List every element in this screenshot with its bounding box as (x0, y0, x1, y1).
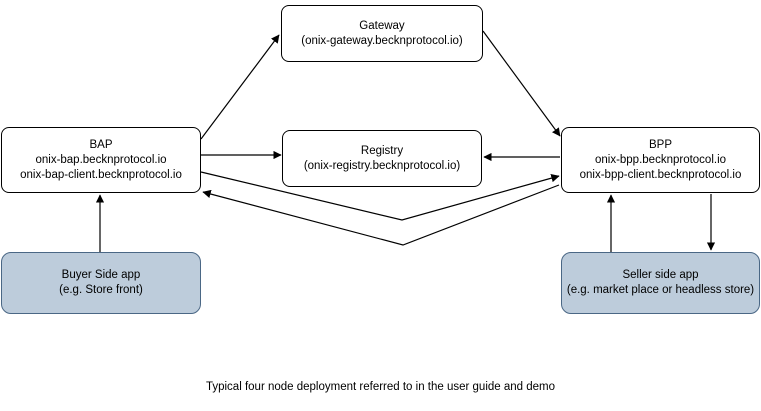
edge-bap-to-gateway (200, 34, 280, 140)
node-gateway-host: (onix-gateway.becknprotocol.io) (301, 34, 463, 47)
node-bpp-client-host: onix-bpp-client.becknprotocol.io (579, 168, 742, 181)
node-gateway[interactable]: Gateway (onix-gateway.becknprotocol.io) (281, 5, 483, 62)
node-registry-title: Registry (360, 144, 404, 157)
node-bpp[interactable]: BPP onix-bpp.becknprotocol.io onix-bpp-c… (561, 127, 760, 193)
node-bap-title: BAP (89, 138, 113, 151)
edge-bpp-to-bap (202, 184, 560, 246)
edge-gateway-to-bpp (482, 30, 561, 137)
node-seller-app[interactable]: Seller side app (e.g. market place or he… (561, 252, 760, 314)
node-buyer-app[interactable]: Buyer Side app (e.g. Store front) (1, 252, 201, 314)
node-bpp-title: BPP (648, 138, 672, 151)
node-buyer-app-title: Buyer Side app (61, 269, 141, 281)
node-seller-app-subtitle: (e.g. market place or headless store) (566, 284, 755, 296)
node-bpp-host: onix-bpp.becknprotocol.io (594, 153, 727, 166)
edge-bap-to-bpp (200, 171, 560, 221)
node-bap-client-host: onix-bap-client.becknprotocol.io (20, 168, 182, 181)
node-seller-app-title: Seller side app (622, 269, 699, 281)
node-gateway-title: Gateway (359, 19, 405, 32)
diagram-caption: Typical four node deployment referred to… (205, 381, 556, 393)
node-bap[interactable]: BAP onix-bap.becknprotocol.io onix-bap-c… (1, 127, 201, 193)
node-registry-host: (onix-registry.becknprotocol.io) (303, 159, 461, 172)
node-buyer-app-subtitle: (e.g. Store front) (59, 284, 143, 296)
node-bap-host: onix-bap.becknprotocol.io (35, 153, 167, 166)
node-registry[interactable]: Registry (onix-registry.becknprotocol.io… (282, 130, 482, 187)
